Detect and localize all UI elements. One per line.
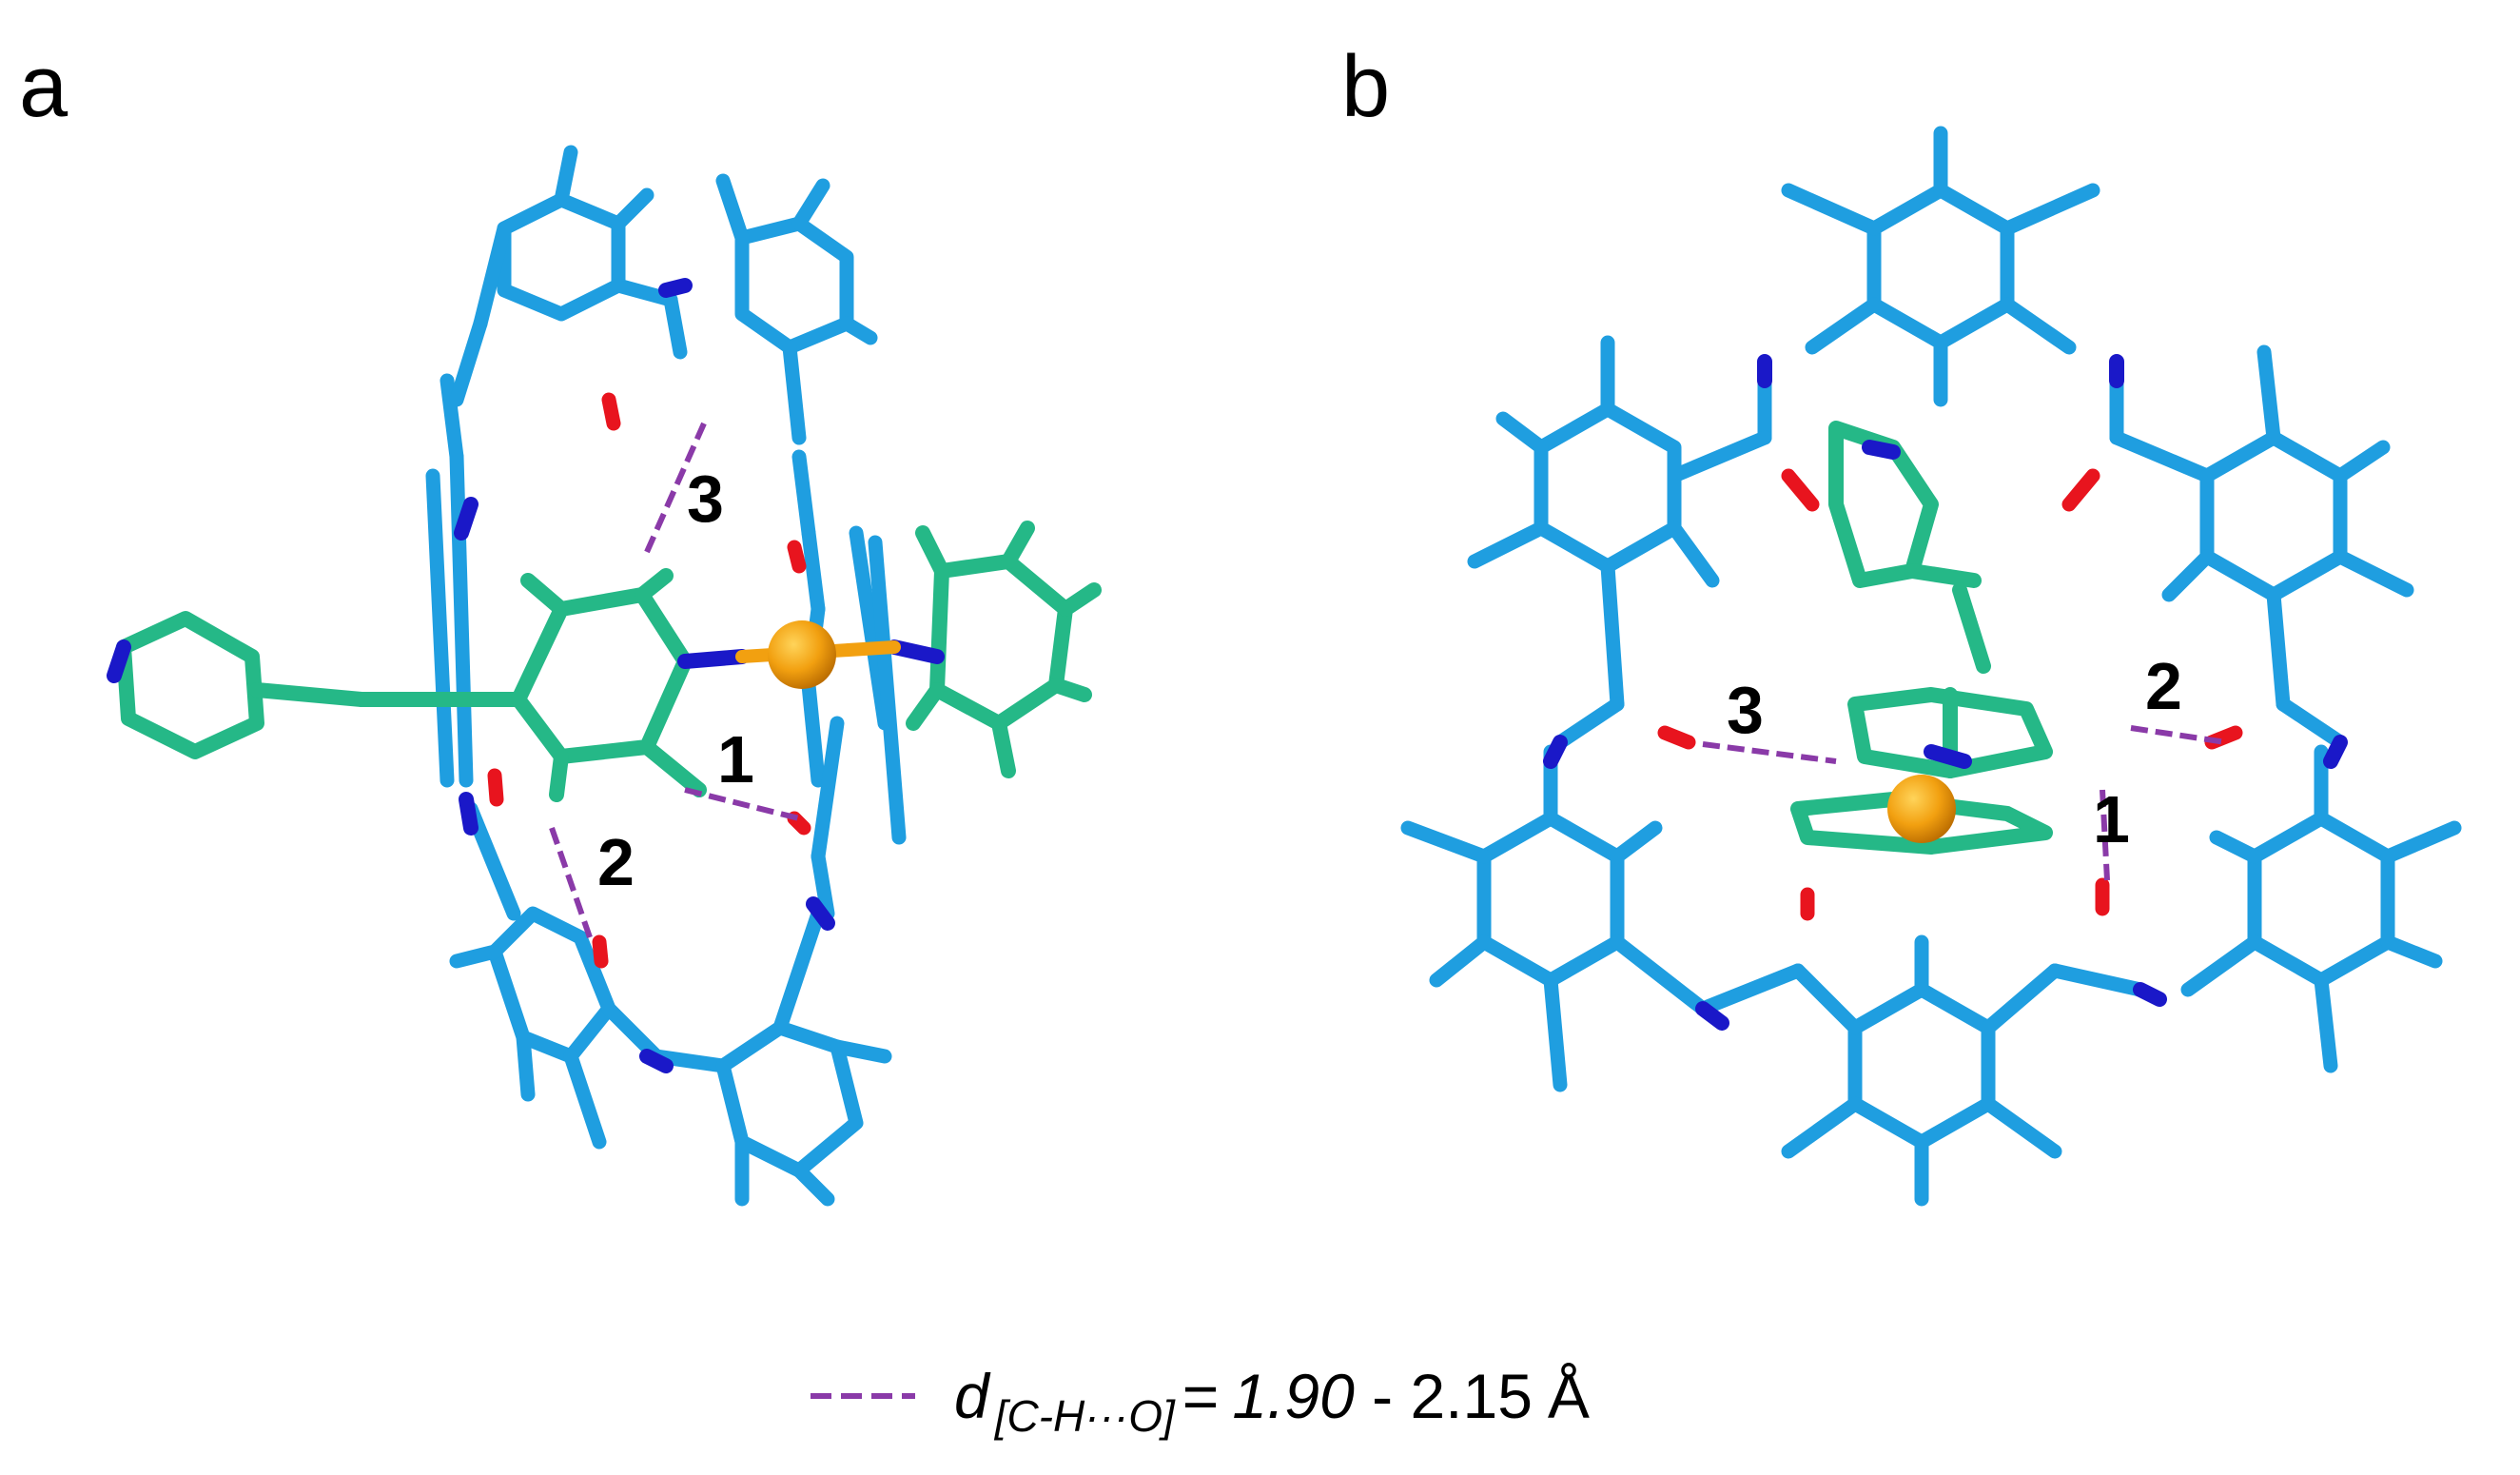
- panel-a-hbond-label-1: 1: [717, 722, 754, 796]
- legend-subscript: [C-H···O]: [994, 1391, 1176, 1441]
- panel-b-label: b: [1341, 38, 1390, 135]
- panel-a-nitrogens: [107, 278, 945, 1073]
- panel-b-hbond-label-3: 3: [1727, 673, 1764, 747]
- panel-a: a: [19, 38, 1102, 1207]
- panel-b-hbond-label-1: 1: [2093, 782, 2130, 856]
- legend-value-high: 2.15: [1410, 1361, 1532, 1431]
- panel-a-label: a: [19, 38, 68, 135]
- legend-equals: =: [1182, 1361, 1220, 1431]
- legend-separator: -: [1355, 1361, 1411, 1431]
- panel-b: b: [1341, 38, 2462, 1207]
- panel-a-guest: [116, 521, 1102, 802]
- panel-a-hbond-label-2: 2: [597, 825, 635, 899]
- legend-unit: Å: [1548, 1361, 1590, 1431]
- panel-b-hbonds: [1702, 725, 2227, 881]
- panel-b-hbond-label-2: 2: [2145, 649, 2182, 723]
- panel-a-hbonds: [549, 422, 800, 938]
- legend-value-low: 1.90: [1232, 1361, 1355, 1431]
- panel-a-hbond-label-3: 3: [687, 462, 724, 536]
- panel-b-metal-atom: [1887, 775, 1956, 843]
- panel-a-metal-atom: [768, 620, 836, 689]
- panel-a-macrocycle: [425, 145, 907, 1207]
- legend-symbol: d: [954, 1361, 991, 1431]
- panel-b-nitrogens: [1543, 354, 2348, 1031]
- panel-a-oxygens: [487, 392, 811, 969]
- panel-b-macrocycle: [1400, 126, 2462, 1207]
